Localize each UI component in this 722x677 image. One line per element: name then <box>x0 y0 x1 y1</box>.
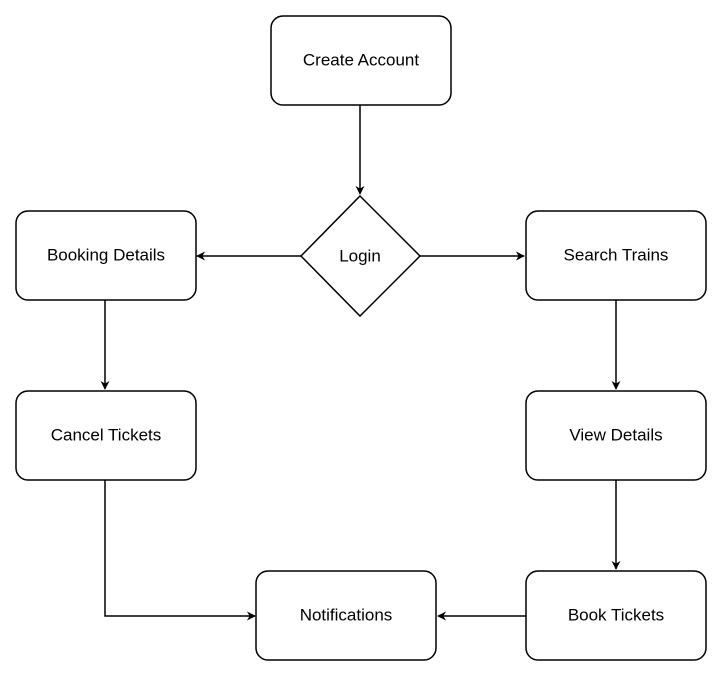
node-login-label: Login <box>339 247 381 266</box>
node-booking-details[interactable]: Booking Details <box>15 210 197 301</box>
node-view-details-box <box>525 390 707 481</box>
node-cancel-tickets-label: Cancel Tickets <box>51 426 162 445</box>
node-cancel-tickets[interactable]: Cancel Tickets <box>15 390 197 481</box>
node-search-trains-label: Search Trains <box>564 246 669 265</box>
node-booking-details-box <box>15 210 197 301</box>
edge-cancel-tickets-to-notifications <box>104 480 256 621</box>
node-view-details[interactable]: View Details <box>525 390 707 481</box>
node-notifications-label: Notifications <box>300 606 393 625</box>
node-cancel-tickets-box <box>15 390 197 481</box>
node-login-diamond <box>299 194 422 318</box>
node-create-account-box <box>270 15 452 106</box>
node-booking-details-label: Booking Details <box>47 246 165 265</box>
node-view-details-label: View Details <box>569 426 662 445</box>
node-search-trains[interactable]: Search Trains <box>525 210 707 301</box>
node-book-tickets-box <box>525 570 707 661</box>
node-notifications-box <box>255 570 437 661</box>
node-book-tickets[interactable]: Book Tickets <box>525 570 707 661</box>
node-login[interactable]: Login <box>299 194 422 318</box>
node-book-tickets-label: Book Tickets <box>568 606 664 625</box>
node-create-account[interactable]: Create Account <box>270 15 452 106</box>
node-create-account-label: Create Account <box>303 51 420 70</box>
edges-group <box>100 105 621 621</box>
node-notifications[interactable]: Notifications <box>255 570 437 661</box>
node-search-trains-box <box>525 210 707 301</box>
